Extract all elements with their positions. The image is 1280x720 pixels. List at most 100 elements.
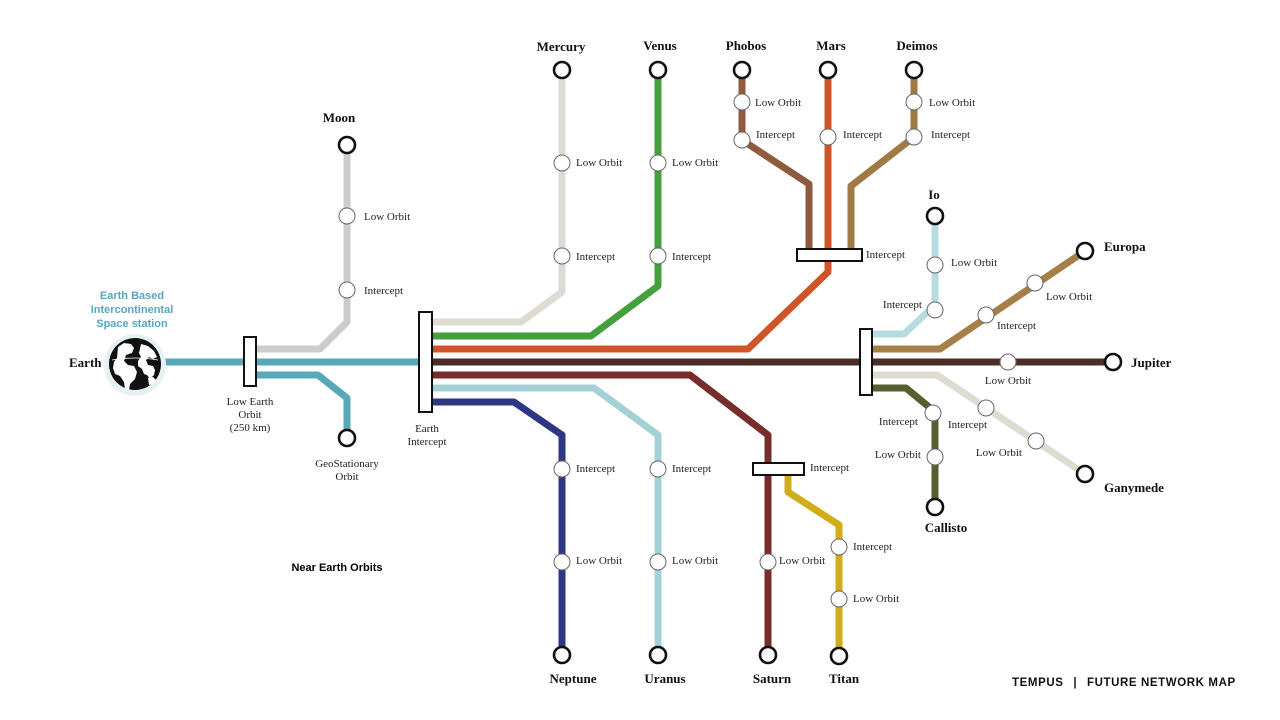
io-intercept-label: Intercept [882, 299, 922, 311]
titan-terminal[interactable] [829, 646, 849, 666]
jupiter-terminal[interactable] [1103, 352, 1123, 372]
earth-intercept-line-1: Earth [415, 423, 439, 435]
earth-label: Earth [69, 355, 102, 370]
io-line[interactable] [866, 216, 939, 338]
titan-intercept-label: Intercept [853, 541, 893, 553]
low-earth-orbit-label: Low Earth Orbit (250 km) [227, 396, 274, 435]
neptune-intercept-stop[interactable] [553, 460, 571, 478]
venus-label: Venus [643, 38, 677, 53]
saturn-intercept-hub[interactable] [752, 462, 805, 476]
europa-low-orbit-label: Low Orbit [1046, 291, 1093, 303]
titan-low-orbit-stop[interactable] [830, 590, 848, 608]
jupiter-low-orbit-stop[interactable] [999, 353, 1017, 371]
phobos-intercept-stop[interactable] [733, 131, 751, 149]
mars-intercept-label: Intercept [843, 129, 883, 141]
neptune-low-orbit-stop[interactable] [553, 553, 571, 571]
saturn-hub-intercept-label: Intercept [810, 462, 850, 474]
deimos-terminal[interactable] [904, 60, 924, 80]
saturn-low-orbit-label: Low Orbit [779, 555, 826, 567]
phobos-terminal[interactable] [732, 60, 752, 80]
mercury-terminal[interactable] [552, 60, 572, 80]
io-low-orbit-stop[interactable] [926, 256, 944, 274]
brand-name: TEMPUS [1012, 677, 1064, 689]
jupiter-low-orbit-label: Low Orbit [984, 375, 1032, 387]
mars-line[interactable] [426, 70, 832, 353]
mars-label: Mars [816, 38, 846, 53]
uranus-low-orbit-stop[interactable] [649, 553, 667, 571]
leo-line-1: Low Earth [226, 396, 274, 408]
ganymede-low-orbit-stop[interactable] [1027, 432, 1045, 450]
europa-terminal[interactable] [1075, 241, 1095, 261]
venus-low-orbit-label: Low Orbit [672, 157, 719, 169]
neptune-intercept-label: Intercept [576, 463, 616, 475]
uranus-terminal[interactable] [648, 645, 668, 665]
titan-intercept-stop[interactable] [830, 538, 848, 556]
ganymede-intercept-label: Intercept [948, 419, 988, 431]
saturn-terminal[interactable] [758, 645, 778, 665]
europa-intercept-stop[interactable] [977, 306, 995, 324]
ganymede-terminal[interactable] [1075, 464, 1095, 484]
moon-line[interactable] [250, 145, 351, 353]
mercury-low-orbit-stop[interactable] [553, 154, 571, 172]
venus-low-orbit-stop[interactable] [649, 154, 667, 172]
mercury-line[interactable] [426, 70, 566, 326]
uranus-intercept-stop[interactable] [649, 460, 667, 478]
globe-icon[interactable] [104, 334, 166, 396]
venus-intercept-label: Intercept [672, 251, 712, 263]
deimos-line[interactable] [847, 70, 918, 255]
callisto-terminal[interactable] [925, 497, 945, 517]
ganymede-intercept-stop[interactable] [977, 399, 995, 417]
callisto-line[interactable] [866, 384, 939, 507]
moon-label: Moon [322, 110, 356, 125]
deimos-low-orbit-stop[interactable] [905, 93, 923, 111]
station-line-2: Intercontinental [90, 304, 174, 316]
callisto-low-orbit-stop[interactable] [926, 448, 944, 466]
callisto-intercept-label: Intercept [878, 416, 918, 428]
mercury-low-orbit-label: Low Orbit [576, 157, 623, 169]
neptune-terminal[interactable] [552, 645, 572, 665]
neptune-label: Neptune [549, 671, 597, 686]
titan-low-orbit-label: Low Orbit [853, 593, 900, 605]
europa-low-orbit-stop[interactable] [1026, 274, 1044, 292]
moon-terminal[interactable] [337, 135, 357, 155]
mars-intercept-stop[interactable] [819, 128, 837, 146]
geostationary-terminal[interactable] [337, 428, 357, 448]
phobos-intercept-label: Intercept [756, 129, 796, 141]
leo-line-3: (250 km) [229, 422, 271, 434]
moon-intercept-label: Intercept [364, 285, 404, 297]
mercury-intercept-stop[interactable] [553, 247, 571, 265]
geostationary-line[interactable] [250, 371, 351, 438]
uranus-line[interactable] [426, 384, 662, 655]
region-label: Near Earth Orbits [291, 562, 383, 574]
title-separator: | [1073, 677, 1078, 689]
ganymede-label: Ganymede [1104, 480, 1164, 495]
mars-terminal[interactable] [818, 60, 838, 80]
venus-intercept-stop[interactable] [649, 247, 667, 265]
callisto-intercept-stop[interactable] [924, 404, 942, 422]
io-terminal[interactable] [925, 206, 945, 226]
station-line-1: Earth Based [99, 290, 165, 302]
mars-hub-intercept-label: Intercept [866, 249, 906, 261]
moon-low-orbit-label: Low Orbit [364, 211, 411, 223]
moon-intercept-stop[interactable] [338, 281, 356, 299]
saturn-low-orbit-stop[interactable] [759, 553, 777, 571]
phobos-low-orbit-stop[interactable] [733, 93, 751, 111]
leo-line-2: Orbit [238, 409, 262, 421]
geostationary-line-1: GeoStationary [315, 458, 379, 470]
moon-low-orbit-stop[interactable] [338, 207, 356, 225]
io-intercept-stop[interactable] [926, 301, 944, 319]
mars-intercept-hub[interactable] [796, 248, 863, 262]
uranus-low-orbit-label: Low Orbit [672, 555, 719, 567]
jupiter-hub[interactable] [859, 328, 873, 396]
uranus-intercept-label: Intercept [672, 463, 712, 475]
neptune-line[interactable] [426, 398, 566, 655]
station-label: Earth Based Intercontinental Space stati… [91, 289, 174, 331]
venus-terminal[interactable] [648, 60, 668, 80]
venus-line[interactable] [426, 70, 662, 340]
earth-intercept-hub[interactable] [418, 311, 433, 413]
deimos-intercept-stop[interactable] [905, 128, 923, 146]
low-earth-orbit-hub[interactable] [243, 336, 257, 387]
saturn-line[interactable] [426, 371, 772, 655]
geostationary-line-2: Orbit [335, 471, 359, 483]
map-title: TEMPUS | FUTURE NETWORK MAP [1012, 677, 1236, 689]
